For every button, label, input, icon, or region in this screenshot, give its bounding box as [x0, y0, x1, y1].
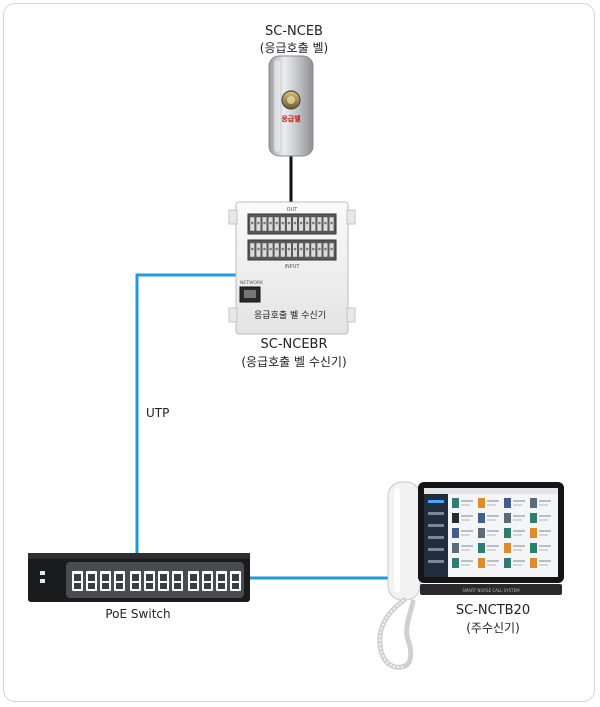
receiver-panel-label: 응급호출 벨 수신기	[254, 310, 326, 321]
master-station: SMART NURSE CALL SYSTEM SC-NCTB20 (주수신기)	[377, 481, 564, 670]
master-model-label: SC-NCTB20	[456, 603, 530, 618]
screen-tile	[452, 558, 459, 568]
screen-tile	[504, 543, 511, 553]
master-screen-footer: SMART NURSE CALL SYSTEM	[462, 588, 520, 593]
screen-tile	[530, 498, 537, 508]
screen-tile	[452, 528, 459, 538]
utp-label: UTP	[146, 406, 169, 420]
screen-tile	[478, 543, 485, 553]
diagram-frame	[3, 3, 595, 702]
screen-tile	[504, 528, 511, 538]
screen-tile	[504, 513, 511, 523]
receiver-name-label: (응급호출 벨 수신기)	[241, 355, 346, 369]
screen-call-tiles	[452, 498, 551, 568]
poe-switch: PoE Switch	[28, 553, 250, 621]
bell-button-text: 응급벨	[281, 114, 301, 123]
bell-model-label: SC-NCEB	[265, 24, 323, 39]
bell-receiver: OUT INPUT NETWORK 응급호출 벨 수신기 SC-NCEBR (응…	[228, 201, 356, 369]
master-name-label: (주수신기)	[466, 621, 520, 635]
bell-name-label: (응급호출 벨)	[260, 41, 328, 55]
screen-tile	[530, 558, 537, 568]
screen-tile	[530, 513, 537, 523]
utp-cable	[135, 273, 236, 553]
receiver-input-label: INPUT	[285, 264, 301, 270]
receiver-model-label: SC-NCEBR	[261, 337, 328, 352]
screen-sidebar	[424, 494, 448, 577]
screen-tile	[478, 558, 485, 568]
rj45-port	[239, 286, 261, 303]
screen-tile	[530, 528, 537, 538]
screen-tile	[478, 513, 485, 523]
handset-cord	[377, 597, 416, 670]
screen-tile	[452, 498, 459, 508]
screen-tile	[504, 558, 511, 568]
emergency-bell: SC-NCEB (응급호출 벨) 응급벨	[260, 24, 328, 157]
switch-port-row	[72, 571, 241, 591]
receiver-out-label: OUT	[287, 207, 299, 213]
screen-tile	[478, 528, 485, 538]
receiver-network-label: NETWORK	[240, 280, 264, 286]
screen-tile	[504, 498, 511, 508]
screen-tile	[530, 543, 537, 553]
receiver-input-terminal-block	[247, 239, 337, 261]
screen-tile	[452, 543, 459, 553]
screen-tile	[478, 498, 485, 508]
screen-tile	[452, 513, 459, 523]
switch-name-label: PoE Switch	[105, 607, 170, 621]
receiver-top-terminal-block	[247, 213, 337, 235]
